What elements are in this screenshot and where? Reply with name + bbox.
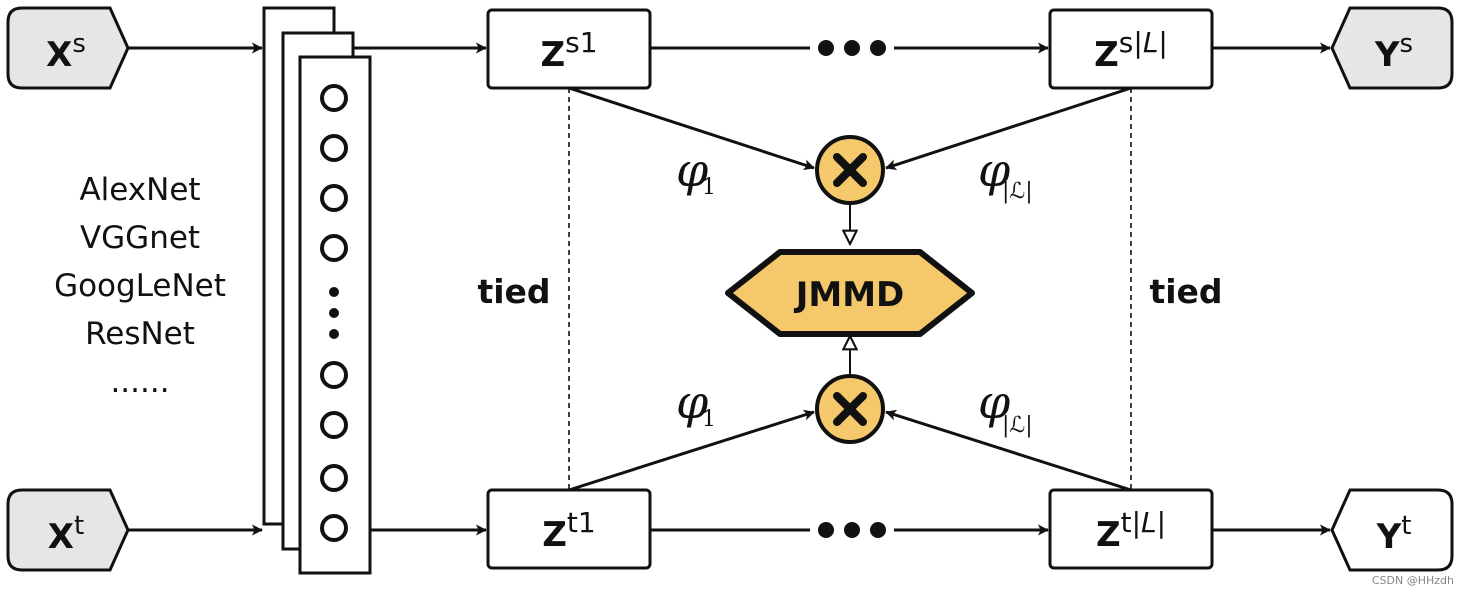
network-stack — [262, 6, 372, 575]
phi-label-bottom-left: φ 1 — [676, 375, 716, 432]
svg-text:1: 1 — [702, 407, 716, 432]
neuron-node — [320, 234, 348, 262]
jmmd-label: JMMD — [794, 275, 905, 315]
neuron-node — [320, 464, 348, 492]
layer-zsL-box: Zs|L| — [1048, 8, 1214, 90]
layer-zt1-box: Zt1 — [486, 488, 652, 570]
output-source-node: Ys — [1330, 6, 1454, 90]
watermark: CSDN @HHzdh — [1372, 574, 1454, 587]
phi-label-bottom-right: φ |ℒ| — [978, 375, 1033, 438]
svg-text:Ys: Ys — [1374, 29, 1413, 75]
phi-label-top-right: φ |ℒ| — [978, 143, 1033, 204]
neuron-node — [320, 84, 348, 112]
svg-text:φ: φ — [978, 375, 1011, 429]
times-icon — [833, 153, 867, 187]
svg-text:|ℒ|: |ℒ| — [1002, 413, 1033, 438]
layer-ztL-box: Zt|L| — [1048, 488, 1214, 570]
tied-label-left: tied — [477, 272, 550, 311]
svg-text:Zs1: Zs1 — [540, 26, 597, 75]
neuron-node — [320, 514, 348, 542]
neuron-node — [320, 134, 348, 162]
neuron-node — [320, 411, 348, 439]
tensor-product-top-node — [815, 135, 885, 205]
chain-ellipsis-target — [818, 522, 886, 538]
svg-text:φ: φ — [978, 143, 1011, 197]
jmmd-node: JMMD — [725, 249, 975, 337]
neuron-column — [320, 84, 348, 542]
svg-text:Zt1: Zt1 — [542, 506, 595, 555]
network-name: AlexNet — [79, 172, 200, 208]
input-target-base: X — [48, 517, 74, 557]
neuron-node — [320, 184, 348, 212]
network-name-list: AlexNet VGGnet GoogLeNet ResNet ...... — [54, 172, 226, 400]
phi-label-top-left: φ 1 — [676, 143, 716, 200]
svg-text:Xs: Xs — [46, 29, 86, 75]
svg-text:Zt|L|: Zt|L| — [1096, 506, 1166, 555]
svg-text:Zs|L|: Zs|L| — [1094, 26, 1168, 75]
arrow-zsL-to-top-product — [885, 86, 1132, 171]
network-ellipsis: ...... — [110, 364, 169, 400]
input-target-node: Xt — [6, 488, 130, 572]
times-icon — [833, 392, 867, 426]
arrow-zs1-to-top-product — [568, 86, 815, 171]
output-target-node: Yt — [1330, 488, 1454, 572]
chain-ellipsis-source — [818, 40, 886, 56]
network-name: GoogLeNet — [54, 268, 226, 304]
arrow-ztL-to-bottom-product — [885, 409, 1132, 492]
network-name: ResNet — [85, 316, 195, 352]
network-name: VGGnet — [80, 220, 200, 256]
input-source-node: Xs — [6, 6, 130, 90]
neuron-ellipsis — [329, 287, 339, 339]
tensor-product-bottom-node — [815, 374, 885, 444]
svg-text:φ: φ — [676, 375, 709, 429]
input-source-sup: s — [72, 29, 86, 59]
svg-text:Yt: Yt — [1376, 511, 1412, 557]
arrow-zt1-to-bottom-product — [568, 409, 815, 492]
svg-text:|ℒ|: |ℒ| — [1002, 179, 1033, 204]
input-source-base: X — [46, 35, 72, 75]
svg-text:Xt: Xt — [48, 511, 84, 557]
neuron-node — [320, 361, 348, 389]
tied-label-right: tied — [1149, 272, 1222, 311]
input-target-sup: t — [74, 511, 84, 541]
layer-zs1-box: Zs1 — [486, 8, 652, 90]
svg-text:φ: φ — [676, 143, 709, 197]
svg-text:1: 1 — [702, 175, 716, 200]
